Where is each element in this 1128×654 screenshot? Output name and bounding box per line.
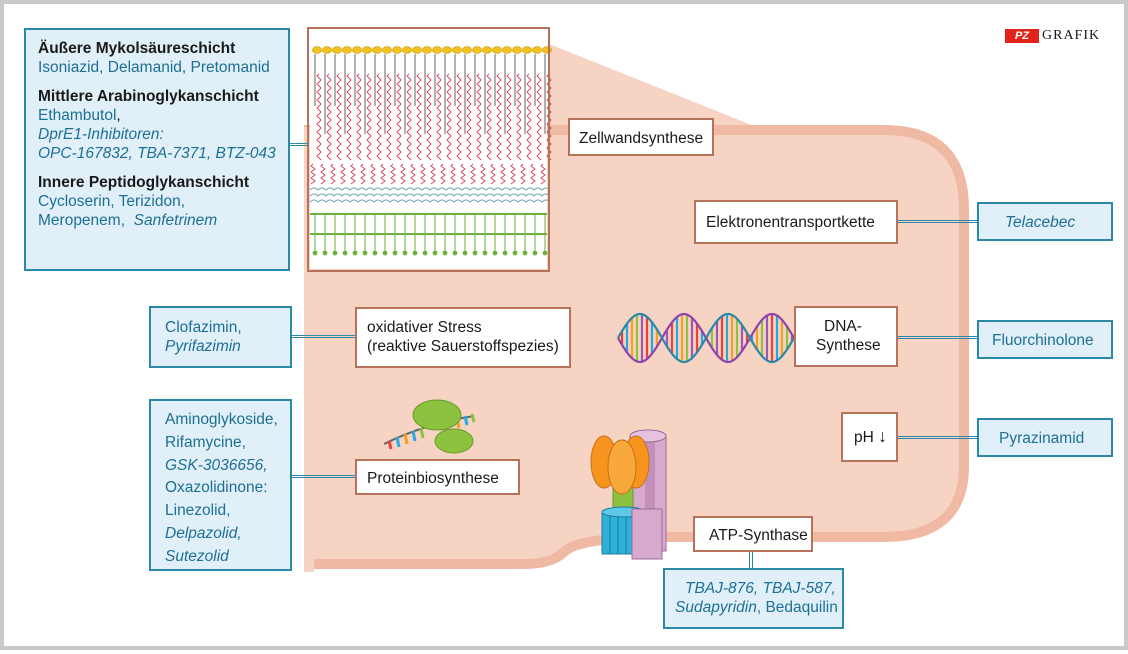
drug-sudapyridin: Sudapyridin	[675, 599, 757, 616]
drug-oxazolidinone: Oxazolidinone:	[165, 479, 268, 497]
dna-helix-icon	[617, 312, 795, 364]
membrane-icon	[309, 30, 552, 269]
middle-layer-drug-line: Ethambutol,	[38, 106, 288, 125]
target-ph: pH ↓	[841, 412, 898, 462]
pz-logo-badge: PZ	[1014, 30, 1030, 42]
inner-layer-title: Innere Peptidoglykanschicht	[38, 174, 250, 191]
drug-tbaj: TBAJ-876, TBAJ-587,	[685, 580, 836, 597]
target-zellwandsynthese: Zellwandsynthese	[568, 118, 714, 156]
drug-telacebec: Telacebec	[977, 202, 1113, 241]
inner-layer-drugs-1: Cycloserin, Terizidon,	[38, 193, 186, 210]
middle-layer-title: Mittlere Arabinoglykanschicht	[38, 88, 259, 105]
drug-atp-line-2: Sudapyridin, Bedaquilin	[675, 598, 842, 617]
drug-pyrazinamid: Pyrazinamid	[977, 418, 1113, 457]
cellwall-drug-box: Äußere Mykolsäureschicht Isoniazid, Dela…	[24, 28, 290, 271]
drug-clofazimin-box: Clofazimin, Pyrifazimin	[149, 306, 292, 368]
drug-sutezolid: Sutezolid	[165, 547, 229, 565]
connector-protein	[292, 475, 356, 478]
connector-oxstress	[292, 335, 356, 338]
dna-line-2: Synthese	[816, 337, 881, 354]
connector-cellwall	[290, 143, 308, 146]
oxstress-line-2: (reaktive Sauerstoffspezies)	[367, 338, 559, 355]
outer-layer-drugs: Isoniazid, Delamanid, Pretomanid	[38, 59, 270, 76]
drug-delpazolid: Delpazolid,	[165, 524, 242, 542]
connector-pyrazinamid	[898, 436, 978, 439]
drug-pyrifazimin: Pyrifazimin	[165, 338, 241, 355]
connector-atp	[749, 552, 753, 568]
middle-drug-ethambutol: Ethambutol	[38, 107, 117, 124]
drug-gsk: GSK-3036656,	[165, 456, 268, 474]
ribosome-icon	[383, 399, 476, 454]
atp-synthase-icon	[590, 429, 667, 560]
ph-label: pH	[854, 429, 874, 446]
drug-aminoglykoside: Aminoglykoside,	[165, 411, 278, 428]
drug-clofazimin: Clofazimin,	[165, 319, 242, 336]
connector-fluorchinolone	[898, 336, 978, 339]
drug-linezolid: Linezolid,	[165, 502, 231, 520]
drug-bedaquilin: , Bedaquilin	[756, 599, 838, 616]
target-atp-synthase: ATP-Synthase	[693, 516, 813, 552]
middle-drug-dpre1: DprE1-Inhibitoren:	[38, 126, 164, 143]
inner-drug-meropenem: Meropenem,	[38, 212, 126, 229]
pz-logo-word: GRAFIK	[1042, 28, 1101, 43]
target-proteinbiosynthese: Proteinbiosynthese	[355, 459, 520, 495]
connector-telacebec	[898, 220, 978, 223]
drug-atp-box: TBAJ-876, TBAJ-587, Sudapyridin, Bedaqui…	[663, 568, 844, 629]
drug-proteinsynthesis-box: Aminoglykoside, Rifamycine, GSK-3036656,…	[149, 399, 292, 571]
drug-rifamycine: Rifamycine,	[165, 433, 246, 451]
middle-drug-comma: ,	[116, 107, 121, 124]
logo-badge-bg	[1005, 29, 1039, 43]
target-elektronentransportkette: Elektronentransportkette	[694, 200, 898, 244]
drug-fluorchinolone: Fluorchinolone	[977, 320, 1113, 359]
inner-drug-sanfetrinem: Sanfetrinem	[133, 212, 218, 229]
outer-layer-title: Äußere Mykolsäureschicht	[38, 40, 236, 57]
target-oxidativer-stress: oxidativer Stress (reaktive Sauerstoffsp…	[355, 307, 571, 368]
inner-layer-drugs-2: Meropenem, Sanfetrinem	[38, 211, 288, 230]
dna-line-1: DNA-	[824, 318, 862, 335]
cell-left-fill	[304, 127, 314, 572]
ph-down-arrow-icon: ↓	[878, 426, 888, 446]
target-dna-synthese: DNA- Synthese	[794, 306, 898, 367]
middle-drug-list: OPC-167832, TBA-7371, BTZ-043	[38, 145, 276, 162]
membrane-frame	[307, 27, 550, 272]
oxstress-line-1: oxidativer Stress	[367, 319, 482, 336]
